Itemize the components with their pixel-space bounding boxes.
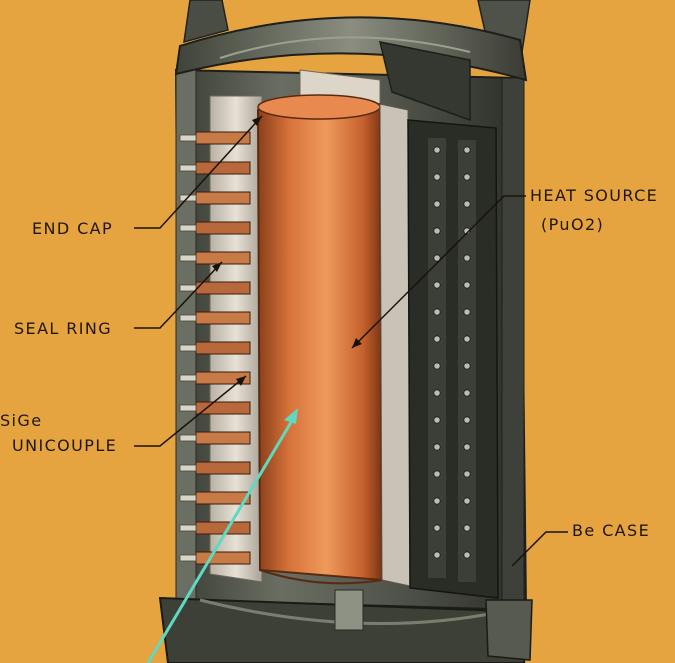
- unicouple-plate: [195, 401, 251, 415]
- top-dome: [174, 16, 528, 122]
- rivet: [433, 497, 441, 505]
- rivet: [463, 146, 471, 154]
- rivet: [463, 524, 471, 532]
- unicouple-plate: [195, 251, 251, 265]
- label-seal-ring: SEAL RING: [14, 319, 113, 338]
- unicouple-leg: [179, 374, 197, 382]
- rivet: [463, 389, 471, 397]
- leader-heat-source: [351, 195, 526, 349]
- label-end-cap: END CAP: [32, 219, 114, 238]
- leader-end-cap: [134, 115, 263, 229]
- rivet: [433, 443, 441, 451]
- rivet: [433, 227, 441, 235]
- annotation-arrow: [146, 408, 298, 663]
- unicouple-leg: [179, 524, 197, 532]
- unicouple-plate: [195, 521, 251, 535]
- leader-be-case: [511, 531, 568, 567]
- rivet-row: [433, 146, 471, 559]
- label-unicouple-line2: UNICOUPLE: [12, 436, 118, 455]
- unicouple-leg: [179, 464, 197, 472]
- unicouple-leg: [179, 494, 197, 502]
- inner-sleeve: [379, 103, 411, 587]
- unicouple-leg: [179, 344, 197, 352]
- top-lug-left: [183, 0, 229, 44]
- unicouple-plate: [195, 221, 251, 235]
- unicouple-plate: [195, 461, 251, 475]
- rivet: [463, 173, 471, 181]
- leader-unicouple: [134, 375, 247, 447]
- leader-seal-ring: [134, 261, 223, 329]
- rivet: [463, 254, 471, 262]
- label-be-case: Be CASE: [572, 521, 651, 540]
- rivet: [463, 497, 471, 505]
- unicouple-plate: [195, 281, 251, 295]
- rivet: [463, 281, 471, 289]
- rivet: [433, 551, 441, 559]
- unicouple-plate: [195, 311, 251, 325]
- label-heat-source-line2: (PuO2): [541, 215, 605, 234]
- unicouple-plate: [195, 431, 251, 445]
- rivet: [433, 281, 441, 289]
- rivet: [463, 416, 471, 424]
- unicouple-leg: [179, 134, 197, 142]
- insulation-liner: [209, 69, 381, 583]
- rivet: [433, 254, 441, 262]
- fuel-tray: [407, 119, 499, 599]
- rivet: [463, 200, 471, 208]
- unicouple-plate: [195, 161, 251, 175]
- unicouple-plate: [195, 551, 251, 565]
- unicouple-leg: [179, 284, 197, 292]
- unicouple-plate: [195, 341, 251, 355]
- rivet: [433, 362, 441, 370]
- rivet: [433, 470, 441, 478]
- unicouple-leg: [179, 314, 197, 322]
- rivet: [433, 335, 441, 343]
- unicouple-leg: [179, 554, 197, 562]
- rivet: [463, 308, 471, 316]
- rivet: [433, 146, 441, 154]
- rivet: [463, 335, 471, 343]
- label-unicouple-line1: SiGe: [0, 411, 43, 430]
- rivet: [433, 308, 441, 316]
- unicouple-leg: [179, 404, 197, 412]
- unicouple-leg: [179, 434, 197, 442]
- unicouple-leg: [179, 164, 197, 172]
- rivet: [463, 551, 471, 559]
- unicouple-leg: [179, 224, 197, 232]
- rivet: [463, 470, 471, 478]
- rivet: [433, 524, 441, 532]
- bottom-base: [158, 589, 533, 663]
- unicouple-leg: [179, 254, 197, 262]
- rivet: [433, 416, 441, 424]
- rivet: [463, 362, 471, 370]
- rivet: [433, 173, 441, 181]
- rivet: [433, 200, 441, 208]
- unicouple-plate: [195, 191, 251, 205]
- rivet: [463, 227, 471, 235]
- rivet: [463, 443, 471, 451]
- rivet: [433, 389, 441, 397]
- label-heat-source-line1: HEAT SOURCE: [530, 186, 659, 205]
- thermocouple-stack: [179, 131, 251, 565]
- heat-source-cylinder: [256, 94, 384, 585]
